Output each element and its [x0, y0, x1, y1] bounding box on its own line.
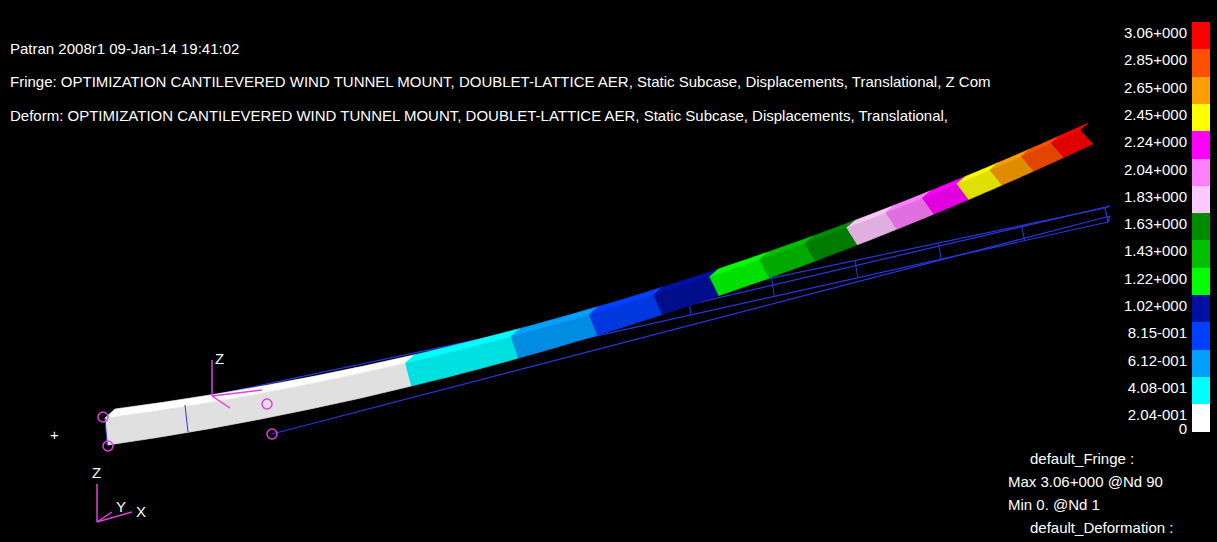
legend-value: 2.04+000: [1124, 161, 1187, 179]
legend-value: 2.04-001: [1128, 406, 1187, 424]
legend-swatch: [1192, 377, 1210, 405]
legend-swatch: [1192, 186, 1210, 214]
legend-value: 2.24+000: [1124, 133, 1187, 151]
fringe-info: default_Deformation :: [1030, 519, 1173, 537]
axis-label: Z: [92, 464, 101, 482]
legend-swatch: [1192, 77, 1210, 105]
legend-value: 1.43+000: [1124, 242, 1187, 260]
legend-value: 4.08-001: [1128, 379, 1187, 397]
legend-swatch: [1192, 295, 1210, 323]
origin-mark: +: [50, 426, 59, 444]
legend-value: 8.15-001: [1128, 324, 1187, 342]
view-triad: [97, 484, 132, 522]
legend-swatch: [1192, 268, 1210, 296]
legend-value: 1.63+000: [1124, 215, 1187, 233]
fringe-info: default_Fringe :: [1030, 450, 1134, 468]
legend-swatch: [1192, 213, 1210, 241]
legend-value: 6.12-001: [1128, 352, 1187, 370]
legend-swatch: [1192, 350, 1210, 378]
fringe-info: Min 0. @Nd 1: [1008, 496, 1100, 514]
legend-value: 2.45+000: [1124, 106, 1187, 124]
legend-value: 0: [1179, 420, 1187, 438]
legend-swatch: [1192, 49, 1210, 77]
legend-swatch: [1192, 159, 1210, 187]
axis-label: Z: [215, 350, 224, 368]
header-date: Patran 2008r1 09-Jan-14 19:41:02: [10, 40, 239, 58]
legend-swatch: [1192, 22, 1210, 50]
legend-value: 1.02+000: [1124, 297, 1187, 315]
deform-title: Deform: OPTIMIZATION CANTILEVERED WIND T…: [10, 107, 948, 125]
undeformed-wireframe: [105, 206, 1110, 445]
root-triad: [98, 360, 277, 451]
legend-value: 1.22+000: [1124, 270, 1187, 288]
legend-value: 3.06+000: [1124, 24, 1187, 42]
legend-value: 2.65+000: [1124, 79, 1187, 97]
legend-value: 2.85+000: [1124, 51, 1187, 69]
deformed-beam: [105, 123, 1093, 445]
legend-swatch: [1192, 131, 1210, 159]
fringe-info: Max 3.06+000 @Nd 90: [1008, 473, 1163, 491]
legend-swatch: [1192, 322, 1210, 350]
legend-swatch: [1192, 404, 1210, 432]
axis-label: Y: [116, 498, 126, 516]
legend-value: 1.83+000: [1124, 188, 1187, 206]
fringe-title: Fringe: OPTIMIZATION CANTILEVERED WIND T…: [10, 73, 991, 91]
legend-swatch: [1192, 240, 1210, 268]
axis-label: X: [136, 503, 146, 521]
legend-swatch: [1192, 104, 1210, 132]
